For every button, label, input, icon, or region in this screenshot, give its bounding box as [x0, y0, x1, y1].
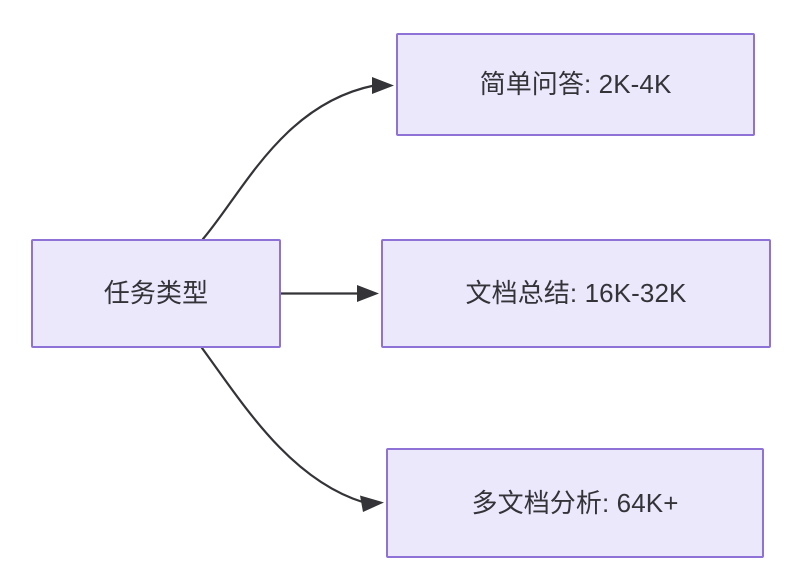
edge-root-to-simple-qa-path	[201, 84, 376, 241]
node-multi-document-analysis[interactable]: 多文档分析: 64K+	[386, 448, 764, 558]
node-task-type-label: 任务类型	[103, 278, 209, 309]
edge-root-to-doc-sum	[279, 285, 379, 302]
node-simple-qa-label: 简单问答: 2K-4K	[479, 69, 672, 100]
node-simple-qa[interactable]: 简单问答: 2K-4K	[396, 33, 755, 136]
edge-root-to-multi-doc-arrowhead	[360, 495, 384, 512]
edge-root-to-simple-qa-arrowhead	[372, 77, 394, 94]
node-document-summary-label: 文档总结: 16K-32K	[465, 278, 687, 309]
edge-root-to-simple-qa	[201, 77, 394, 241]
edge-root-to-multi-doc-path	[200, 346, 366, 504]
edge-root-to-multi-doc	[200, 346, 384, 512]
edge-root-to-doc-sum-arrowhead	[357, 285, 379, 302]
node-task-type[interactable]: 任务类型	[31, 239, 281, 348]
node-multi-document-analysis-label: 多文档分析: 64K+	[471, 487, 679, 518]
node-document-summary[interactable]: 文档总结: 16K-32K	[381, 239, 771, 348]
